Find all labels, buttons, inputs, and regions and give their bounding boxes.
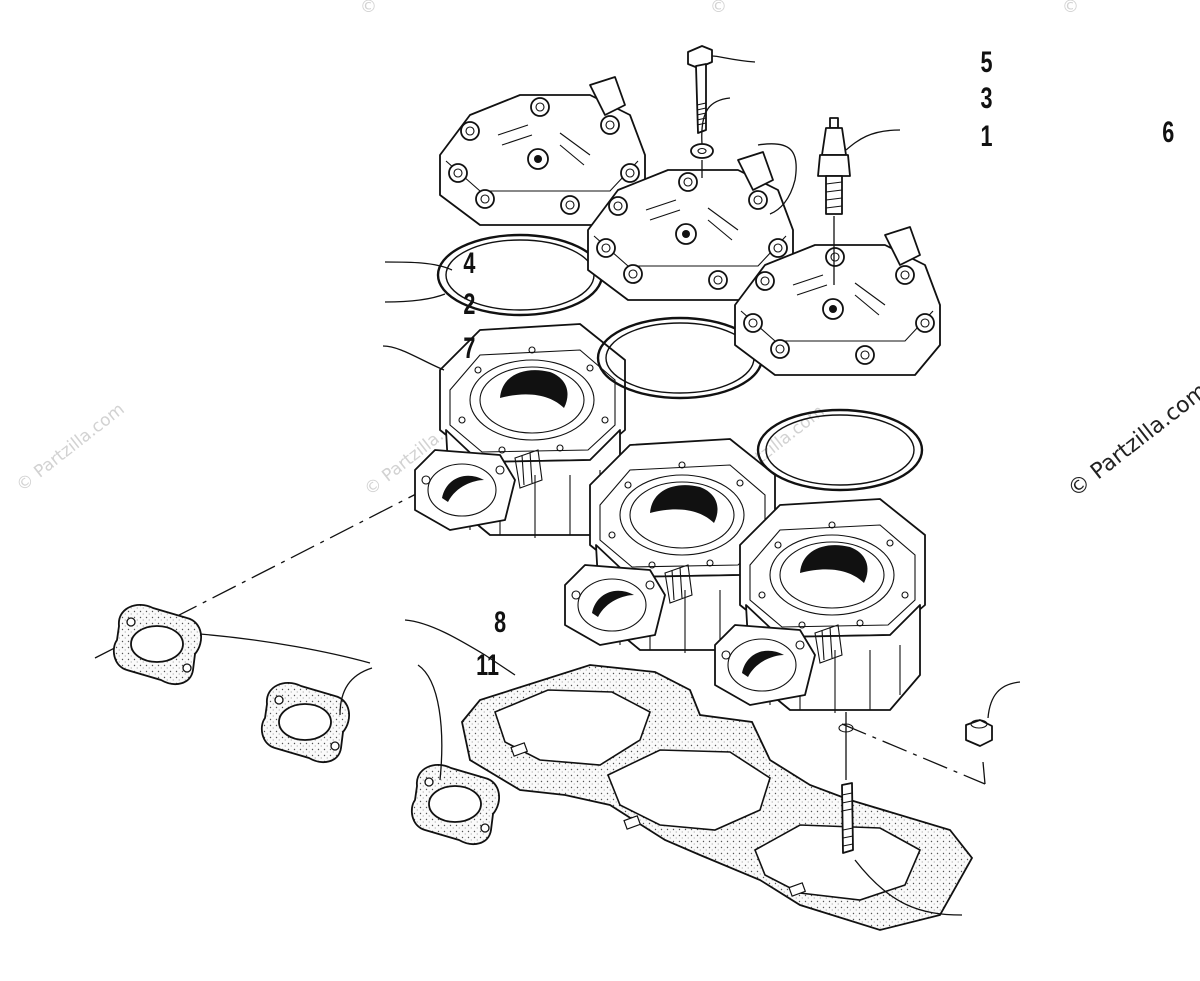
svg-text:©: © (710, 0, 727, 17)
exhaust-gasket-2 (260, 681, 351, 763)
callout-3: 3 (980, 80, 992, 114)
washer (690, 143, 714, 159)
watermark-partzilla: © Partzilla.com (1063, 379, 1200, 503)
callout-labels: 1 2 3 4 5 6 7 8 9 10 11 (463, 44, 1174, 681)
callout-11: 11 (476, 647, 499, 681)
svg-text:©: © (1062, 0, 1079, 17)
head-bolt (687, 45, 713, 134)
callout-7: 7 (463, 330, 475, 364)
stud (841, 782, 854, 854)
nut (965, 719, 993, 747)
callout-2: 2 (463, 286, 475, 320)
base-gasket (461, 664, 974, 931)
exhaust-gasket-1 (112, 603, 203, 685)
leader-lines (199, 55, 1021, 916)
head-gasket-left (436, 233, 604, 317)
callout-5: 5 (980, 44, 992, 78)
exhaust-gasket-3 (410, 763, 501, 845)
nut-centerline (841, 723, 986, 785)
callout-1: 1 (980, 118, 992, 152)
callout-6: 6 (1162, 114, 1174, 148)
watermark-faint: © Partzilla.com (13, 399, 129, 496)
svg-text:©: © (360, 0, 377, 17)
spark-plug (817, 117, 851, 215)
callout-8: 8 (494, 604, 506, 638)
callout-4: 4 (463, 245, 475, 279)
